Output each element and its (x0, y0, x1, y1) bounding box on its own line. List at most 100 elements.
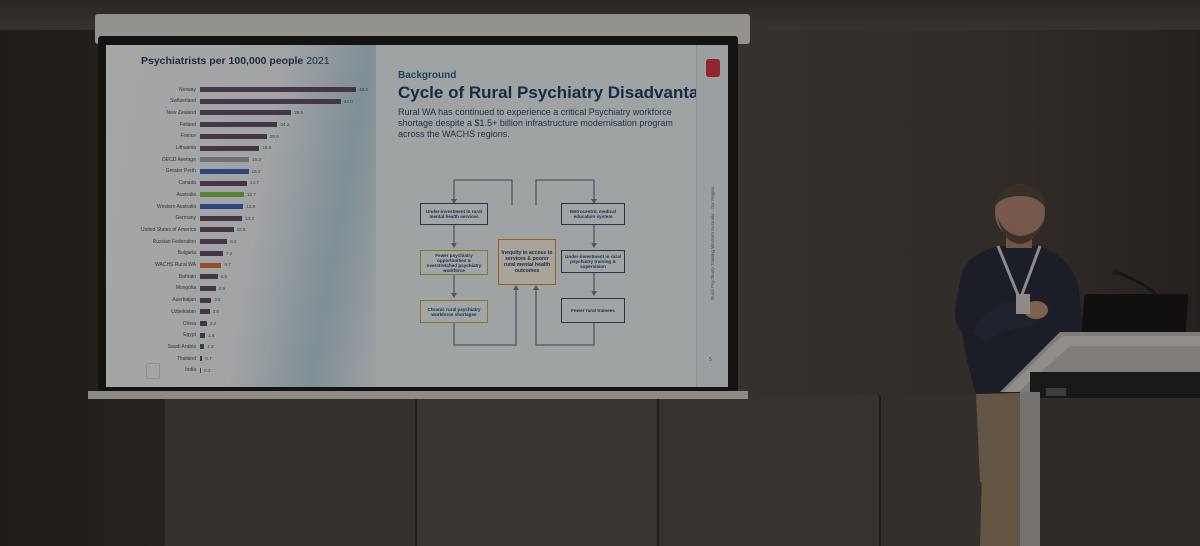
bar-label: Thailand (176, 355, 196, 362)
bar (200, 262, 222, 268)
diagram-box-right-bottom: Fewer rural trainees (561, 298, 625, 323)
diagram-box-left-bottom: Chronic rural psychiatry workforce short… (420, 300, 488, 323)
bar-label: Russian Federation (152, 238, 196, 245)
bar-label: Lithuania (175, 145, 196, 151)
bar (200, 180, 248, 186)
diagram-box-left-top: Under-investment in rural mental health … (420, 203, 488, 225)
bar (200, 110, 292, 116)
bar-label: Western Australia (156, 203, 196, 210)
bar (200, 297, 212, 303)
diagram-box-center: Inequity in access to services & poorer … (498, 239, 556, 285)
bar-label: Saudi Arabia (167, 343, 196, 350)
bar-label: Azerbaijan (172, 297, 196, 304)
bar (200, 98, 341, 104)
bar-label: Greater Perth (165, 168, 196, 175)
slide-side-strip (696, 45, 728, 387)
bar-value-label: 7.2 (226, 250, 233, 256)
bar-label: Canada (178, 180, 196, 187)
bar-value-label: 15.2 (251, 168, 261, 174)
bar-label: Australia (176, 191, 196, 198)
bar (200, 87, 357, 92)
bar-value-label: 3.5 (214, 297, 221, 303)
bar (200, 239, 228, 245)
slide-kicker: Background (398, 70, 457, 81)
bar (200, 204, 244, 209)
bar-label: India (185, 367, 196, 374)
bar-label: Finland (179, 121, 196, 128)
bar (200, 122, 278, 128)
bar-label: China (182, 320, 196, 327)
diagram-box-right-mid: Under-investment in rural psychiatry tra… (561, 250, 625, 273)
bar (200, 145, 260, 151)
bar (200, 274, 218, 280)
bar (200, 321, 208, 326)
bar-label: WACHS Rural WA (154, 262, 196, 268)
bar-value-label: 8.5 (230, 238, 237, 244)
bar-label: France (180, 133, 196, 140)
bar-label: Mongolia (175, 285, 196, 292)
bar (200, 157, 249, 163)
slide-number: 5 (709, 357, 712, 363)
bar-value-label: 44.0 (343, 98, 353, 104)
bar-label: Bulgaria (177, 250, 196, 257)
bar-label: United States of America (140, 226, 196, 233)
chart-title: Psychiatrists per 100,000 people 2021 (141, 55, 330, 67)
bar (200, 227, 234, 233)
slide-title: Cycle of Rural Psychiatry Disadvantage (398, 83, 719, 102)
bar-value-label: 13.2 (245, 215, 255, 221)
microphone (1112, 269, 1157, 296)
bar-label: Uzbekistan (171, 308, 196, 315)
slide-logo-icon (706, 59, 720, 77)
bar-value-label: 1.6 (208, 332, 215, 338)
bar (200, 285, 216, 291)
wall-panel (417, 395, 659, 546)
bar-label: Egypt (183, 332, 196, 339)
bar (200, 356, 203, 362)
bar-value-label: 4.9 (218, 285, 226, 291)
projector-screen-bar (88, 391, 748, 399)
bar-value-label: 18.5 (262, 145, 272, 151)
bar (200, 344, 205, 350)
bar (200, 133, 267, 139)
bar-label: New Zealand (166, 109, 196, 116)
bar-label: Switzerland (170, 98, 196, 105)
bar-value-label: 20.9 (269, 133, 279, 139)
bar (200, 250, 224, 256)
bar-value-label: 5.5 (220, 274, 227, 279)
bar (200, 192, 244, 198)
bar-label: Bahrain (178, 273, 196, 280)
bar (200, 168, 249, 174)
wall-panel (659, 395, 881, 546)
bar-value-label: 3.0 (212, 309, 219, 315)
bar-label: Norway (179, 86, 196, 93)
bar-value-label: 24.2 (280, 121, 290, 127)
bar (200, 215, 243, 221)
bar-value-label: 0.3 (204, 367, 211, 373)
diagram-arrows (451, 179, 597, 346)
wa-government-logo (146, 363, 160, 379)
bar-value-label: 0.7 (205, 355, 212, 361)
bar (200, 367, 201, 373)
bar-value-label: 6.7 (224, 262, 231, 268)
bar-value-label: 1.3 (207, 344, 214, 350)
bar-value-label: 48.8 (359, 86, 369, 92)
bar-label: Germany (175, 215, 196, 222)
cycle-diagram: Under-investment in rural mental health … (406, 175, 646, 350)
slide-body-text: Rural WA has continued to experience a c… (398, 107, 673, 139)
diagram-box-right-top: Metrocentric medical education system (561, 203, 625, 225)
wall-panel (165, 395, 417, 546)
diagram-box-left-mid: Fewer psychiatry opportunities & overstr… (420, 250, 488, 275)
bar-value-label: 28.5 (294, 110, 304, 116)
bar-value-label: 15.3 (251, 157, 261, 162)
bar-value-label: 13.5 (246, 203, 256, 209)
presentation-slide: Psychiatrists per 100,000 people 2021 No… (106, 45, 728, 387)
bar-value-label: 13.7 (246, 192, 256, 198)
bar-label: OECD Average (161, 156, 196, 163)
bar-value-label: 2.2 (210, 320, 217, 326)
bar-value-label: 14.7 (250, 180, 259, 186)
bar (200, 309, 210, 315)
podium (1000, 332, 1200, 546)
slide-side-label: Rural Psychiatry Training Western Austra… (710, 186, 715, 300)
